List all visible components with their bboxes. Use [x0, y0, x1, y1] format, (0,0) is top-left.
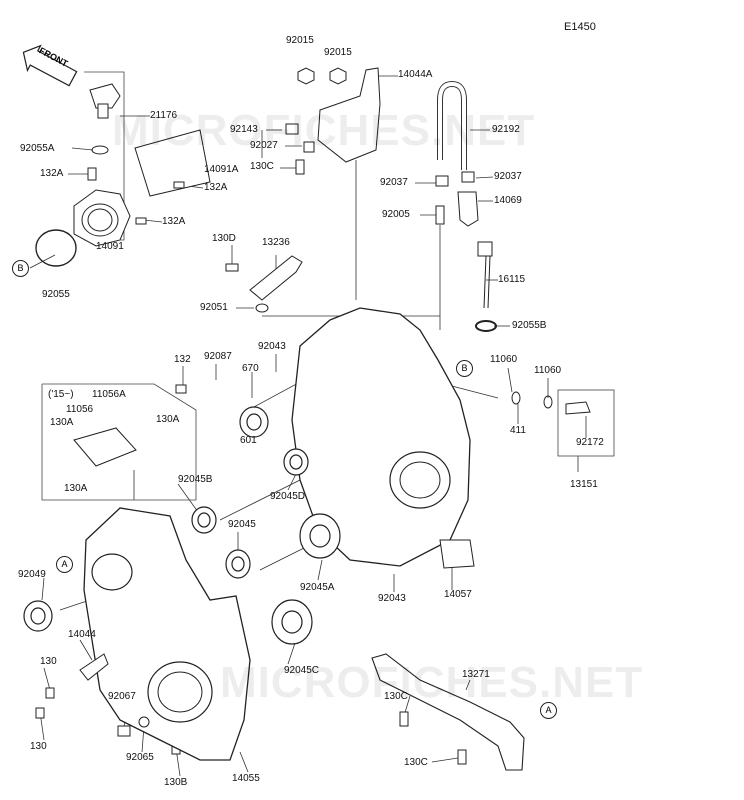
seal-92051 — [255, 303, 269, 313]
oring-92055A — [91, 145, 109, 155]
gasket-13271 — [371, 653, 525, 771]
part-label: 11060 — [534, 365, 562, 376]
part-label: 11056 — [66, 404, 94, 415]
part-label: 132A — [40, 168, 64, 179]
part-label: 92043 — [258, 341, 286, 352]
callout-a-right: A — [540, 702, 557, 719]
oring-92055B — [475, 320, 497, 332]
part-label: 14057 — [444, 589, 472, 600]
leader-lines — [29, 75, 587, 777]
bracket-14044A — [317, 67, 381, 163]
clamp-92037a — [435, 175, 449, 187]
oring-92055 — [35, 229, 77, 267]
part-label: 16115 — [498, 274, 526, 285]
part-label: 92172 — [576, 437, 604, 448]
watermark: MICROFICHES.NET — [112, 106, 536, 155]
cover-14091A — [134, 129, 211, 197]
part-label: 92045C — [284, 665, 320, 676]
washer-92065 — [138, 716, 150, 728]
dipstick-16115 — [477, 241, 493, 309]
part-label: 132A — [204, 182, 228, 193]
part-label: 92049 — [18, 569, 46, 580]
part-label: 92051 — [200, 302, 228, 313]
breather-14069 — [457, 191, 479, 227]
part-label: 130 — [30, 741, 47, 752]
part-label: 13271 — [462, 669, 490, 680]
case-cover-14057 — [291, 307, 471, 567]
collar-92027 — [303, 141, 315, 153]
fitting-92005 — [435, 205, 445, 225]
clamp-92037b — [461, 171, 475, 183]
part-label: 601 — [240, 435, 257, 446]
part-label: 132 — [174, 354, 191, 365]
oring-411 — [511, 391, 521, 405]
part-label: 92067 — [108, 691, 136, 702]
bracket-box-variant — [41, 383, 197, 501]
part-label: 130C — [250, 161, 274, 172]
bearings — [23, 406, 341, 645]
shift-arm-13236 — [249, 255, 303, 301]
box-13151 — [557, 389, 615, 457]
bracket-14044 — [79, 653, 109, 681]
part-label: 130 — [40, 656, 57, 667]
part-label: 21176 — [150, 110, 178, 121]
sensor-21176 — [89, 83, 121, 119]
part-label: 130D — [212, 233, 236, 244]
part-label: 92055 — [42, 289, 70, 300]
part-label: 130C — [384, 691, 408, 702]
part-label: 92045A — [300, 582, 335, 593]
part-label: 92015 — [286, 35, 314, 46]
part-label: 670 — [242, 363, 259, 374]
plug-92172 — [565, 401, 591, 415]
part-label: 14044A — [398, 69, 433, 80]
nut-icons — [297, 67, 347, 85]
front-arrow-icon — [22, 44, 78, 87]
diagram-id: E1450 — [564, 21, 596, 33]
main-case-14055 — [83, 507, 251, 761]
watermark: MICROFICHES.NET — [220, 658, 644, 707]
part-label: 14055 — [232, 773, 260, 784]
part-label: 11056A — [92, 389, 126, 400]
plug-92067 — [117, 725, 131, 737]
part-label: 92037 — [494, 171, 522, 182]
part-label: 14091 — [96, 241, 124, 252]
callout-b-right: B — [456, 360, 473, 377]
callout-a-left: A — [56, 556, 73, 573]
part-label: 92045B — [178, 474, 213, 485]
part-label: 130C — [404, 757, 428, 768]
part-label: 92027 — [250, 140, 278, 151]
part-label: 14069 — [494, 195, 522, 206]
plate-11056 — [73, 427, 137, 467]
part-label: 130A — [64, 483, 88, 494]
part-label: 92087 — [204, 351, 232, 362]
part-label: 11060 — [490, 354, 518, 365]
callout-b-left: B — [12, 260, 29, 277]
part-label: 92065 — [126, 752, 154, 763]
part-label: 92015 — [324, 47, 352, 58]
part-label: 13236 — [262, 237, 290, 248]
part-label: 130A — [156, 414, 180, 425]
part-label: 92043 — [378, 593, 406, 604]
part-label: 130B — [164, 777, 188, 788]
oring-11060 — [543, 395, 553, 409]
part-label: 92143 — [230, 124, 258, 135]
part-label: 92045D — [270, 491, 306, 502]
housing-14091 — [73, 189, 131, 247]
part-label: 92005 — [382, 209, 410, 220]
part-label: 14044 — [68, 629, 96, 640]
variant-note: ('15~) — [48, 389, 74, 400]
collar-92143 — [285, 123, 299, 135]
part-label: 92045 — [228, 519, 256, 530]
part-label: 132A — [162, 216, 186, 227]
part-label: 13151 — [570, 479, 598, 490]
part-label: 92192 — [492, 124, 520, 135]
part-label: 92055B — [512, 320, 547, 331]
part-label: 92055A — [20, 143, 55, 154]
part-label: 130A — [50, 417, 74, 428]
part-label: 14091A — [204, 164, 239, 175]
part-label: 92037 — [380, 177, 408, 188]
part-label: 411 — [510, 425, 526, 436]
